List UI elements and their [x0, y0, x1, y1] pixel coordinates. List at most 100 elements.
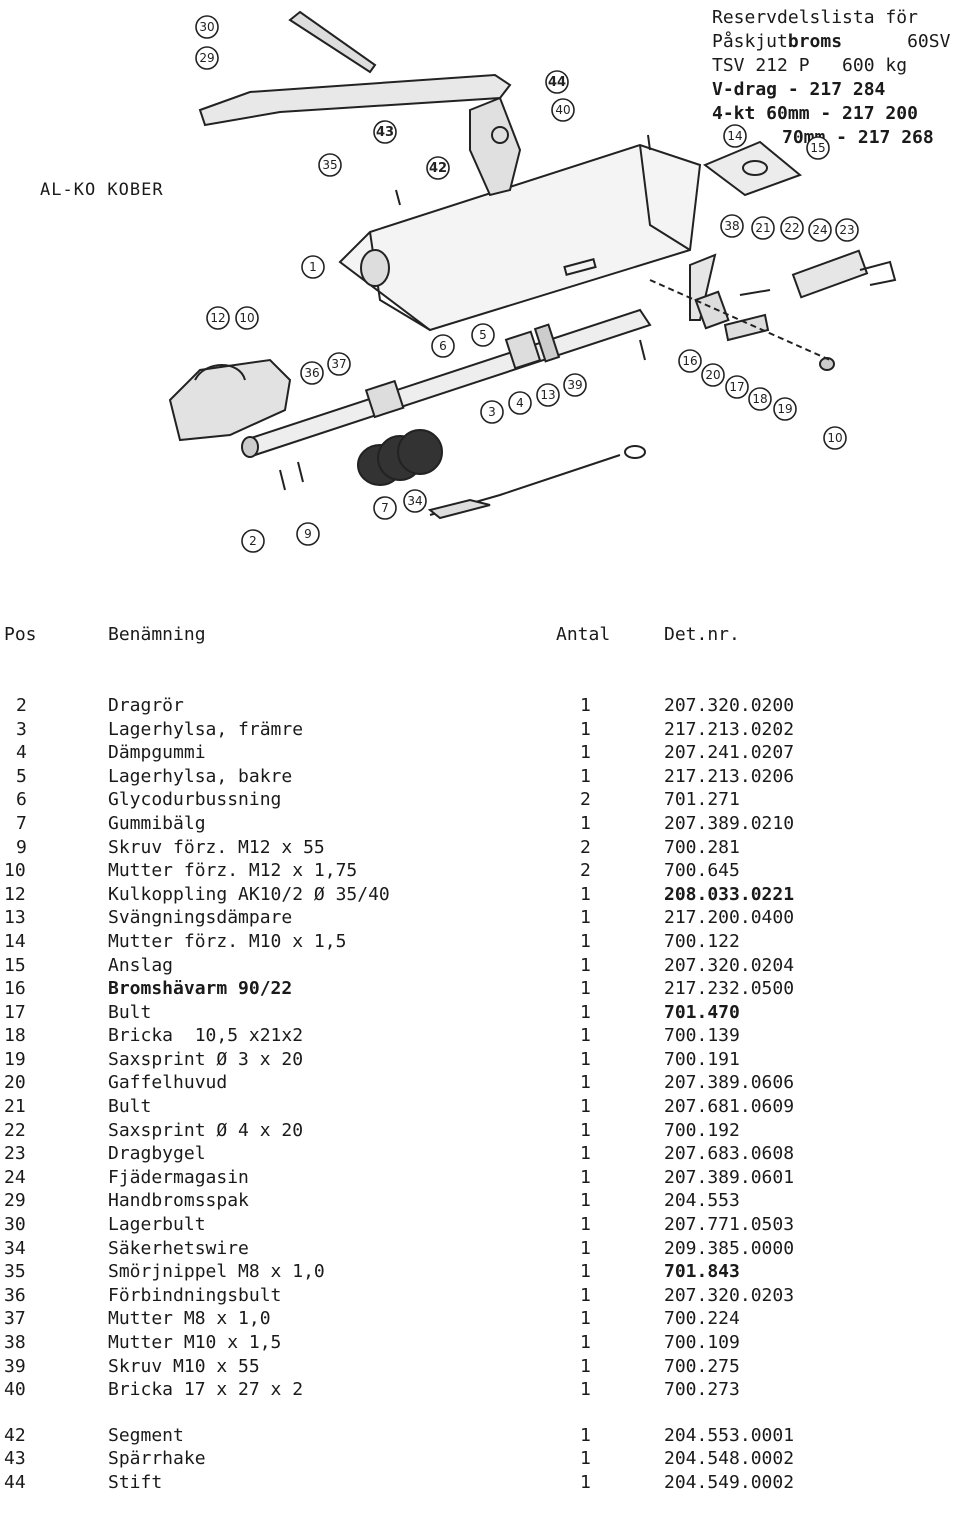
table-cell-qty: 1 — [580, 694, 591, 716]
callout-42: 42 — [426, 156, 450, 180]
table-cell-det: 700.281 — [664, 836, 740, 858]
table-cell-pos: 43 — [4, 1448, 26, 1470]
table-cell-det: 217.213.0202 — [664, 718, 795, 740]
callout-label: 39 — [567, 378, 582, 392]
callout-label: 10 — [827, 431, 842, 445]
table-cell-qty: 1 — [580, 883, 591, 905]
table-cell-pos: 9 — [16, 836, 27, 858]
table-cell-det: 207.771.0503 — [664, 1214, 795, 1236]
table-cell-pos: 38 — [4, 1332, 26, 1353]
header-line-2b: broms — [787, 31, 843, 52]
table-cell-pos: 21 — [4, 1096, 26, 1118]
table-cell-det: 204.553.0001 — [664, 1424, 795, 1446]
table-cell-qty: 1 — [580, 765, 591, 787]
table-cell-pos: 5 — [16, 765, 27, 787]
callout-label: 12 — [210, 311, 225, 325]
callout-label: 43 — [376, 125, 394, 140]
table-cell-name: Gummibälg — [108, 812, 206, 834]
table-cell-det: 207.681.0609 — [664, 1096, 795, 1118]
table-cell-pos: 37 — [4, 1308, 26, 1330]
callout-circle — [536, 383, 560, 407]
table-cell-pos: 15 — [4, 954, 26, 976]
table-cell-det: 700.275 — [664, 1355, 740, 1377]
callout-label: 22 — [784, 221, 799, 235]
table-cell-pos: 12 — [4, 883, 26, 905]
callout-label: 24 — [812, 223, 827, 237]
table-cell-pos: 2 — [16, 694, 27, 716]
callout-label: 9 — [304, 527, 312, 541]
table-cell-pos: 10 — [4, 860, 26, 882]
table-cell-name: Lagerbult — [108, 1214, 206, 1236]
callout-21: 21 — [751, 216, 775, 240]
table-cell-qty: 1 — [580, 1355, 591, 1377]
table-cell-det: 701.843 — [664, 1261, 740, 1283]
callout-10: 10 — [823, 426, 847, 450]
callout-circle — [241, 529, 265, 553]
callout-1: 1 — [301, 255, 325, 279]
table-cell-det: 217.232.0500 — [664, 978, 795, 1000]
callout-label: 38 — [724, 219, 739, 233]
callout-circle — [823, 426, 847, 450]
callout-24: 24 — [808, 218, 832, 242]
callout-3: 3 — [480, 400, 504, 424]
callout-18: 18 — [748, 387, 772, 411]
callout-label: 10 — [239, 311, 254, 325]
callout-label: 29 — [199, 51, 214, 65]
table-cell-name: Spärrhake — [108, 1448, 206, 1470]
table-cell-name: Glycodurbussning — [108, 789, 282, 811]
row-gap — [108, 1402, 528, 1424]
table-cell-pos: 40 — [4, 1379, 26, 1401]
callout-16: 16 — [678, 349, 702, 373]
table-cell-qty: 1 — [580, 1308, 591, 1330]
table-cell-name: Bricka 17 x 27 x 2 — [108, 1379, 304, 1401]
callout-circle — [318, 153, 342, 177]
table-cell-name: Skruv förz. M12 x 55 — [108, 836, 325, 858]
callout-circle — [480, 400, 504, 424]
callout-6: 6 — [431, 334, 455, 358]
table-cell-pos: 35 — [4, 1261, 26, 1283]
callout-circle — [835, 218, 859, 242]
callout-4: 4 — [508, 391, 532, 415]
callout-label: 1 — [309, 260, 317, 274]
table-cell-pos: 24 — [4, 1166, 26, 1188]
callout-circle — [206, 306, 230, 330]
callout-circle — [301, 255, 325, 279]
table-cell-pos: 7 — [16, 812, 27, 834]
table-cell-name: Lagerhylsa, bakre — [108, 765, 293, 787]
callout-circle — [296, 522, 320, 546]
table-cell-det: 700.109 — [664, 1332, 740, 1353]
callout-circle — [701, 363, 725, 387]
table-cell-pos: 13 — [4, 907, 26, 929]
table-cell-pos: 36 — [4, 1284, 26, 1306]
table-cell-qty: 1 — [580, 954, 591, 976]
table-cell-qty: 1 — [580, 1214, 591, 1236]
callout-9: 9 — [296, 522, 320, 546]
header-line-2c: 60SV — [907, 31, 951, 52]
callout-label: 34 — [407, 494, 422, 508]
table-cell-det: 700.122 — [664, 930, 740, 952]
callout-label: 5 — [479, 328, 487, 342]
table-cell-name: Anslag — [108, 954, 174, 976]
callout-circle — [720, 214, 744, 238]
table-cell-name: Gaffelhuvud — [108, 1072, 228, 1094]
table-cell-pos: 20 — [4, 1072, 26, 1094]
table-cell-pos: 6 — [16, 789, 27, 811]
table-cell-name: Stift — [108, 1471, 163, 1493]
callout-label: 20 — [705, 368, 720, 382]
table-cell-name: Svängningsdämpare — [108, 907, 293, 929]
callout-circle — [327, 352, 351, 376]
table-cell-name: Bromshävarm 90/22 — [108, 978, 293, 1000]
table-cell-det: 207.389.0601 — [664, 1166, 795, 1188]
callout-29: 29 — [195, 46, 219, 70]
table-cell-qty: 1 — [580, 1284, 591, 1306]
table-cell-name: Mutter M10 x 1,5 — [108, 1332, 282, 1353]
table-cell-qty: 1 — [580, 1048, 591, 1070]
table-cell-pos: 19 — [4, 1048, 26, 1070]
callout-circle — [471, 323, 495, 347]
table-cell-name: Bricka 10,5 x21x2 — [108, 1025, 304, 1047]
table-cell-qty: 1 — [580, 742, 591, 764]
